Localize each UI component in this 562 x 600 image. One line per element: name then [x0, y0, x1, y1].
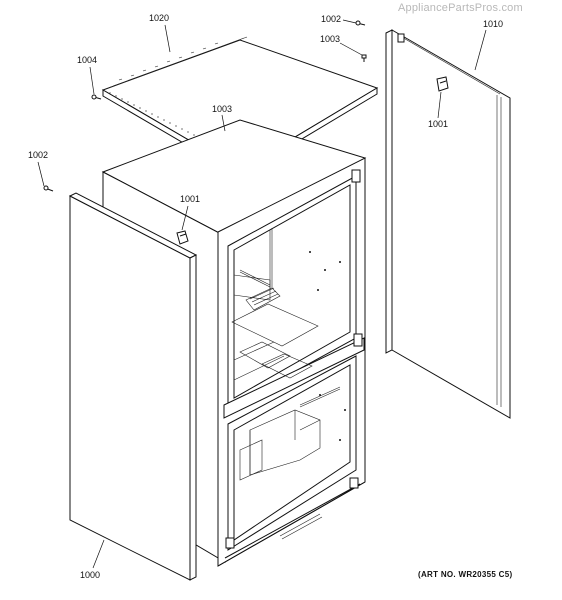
callout-1002-top: 1002	[321, 14, 341, 24]
leader-lines	[37, 19, 487, 569]
left-side-panel[interactable]	[68, 192, 198, 581]
callout-1003-top: 1003	[212, 104, 232, 114]
callout-1003-right: 1003	[320, 34, 340, 44]
screw-1002-left[interactable]	[43, 185, 54, 192]
callout-1010: 1010	[483, 19, 503, 29]
callout-labels: 1020 1004 1003 1002 1003 1010 1001 1002 …	[28, 13, 503, 580]
callout-1020: 1020	[149, 13, 169, 23]
callout-1001-right: 1001	[428, 119, 448, 129]
callout-1001-left: 1001	[180, 194, 200, 204]
screw-1004[interactable]	[91, 94, 102, 100]
screw-1003-right[interactable]	[361, 54, 367, 62]
callout-1002-left: 1002	[28, 150, 48, 160]
clip-1001-right[interactable]	[436, 76, 449, 92]
right-side-panel[interactable]	[385, 29, 511, 419]
callout-1000: 1000	[80, 570, 100, 580]
art-number: (ART NO. WR20355 C5)	[418, 570, 513, 579]
callout-1004: 1004	[77, 55, 97, 65]
screw-1002-top[interactable]	[355, 20, 366, 26]
watermark: AppliancePartsPros.com	[398, 2, 523, 14]
clip-1001-left[interactable]	[176, 230, 189, 245]
